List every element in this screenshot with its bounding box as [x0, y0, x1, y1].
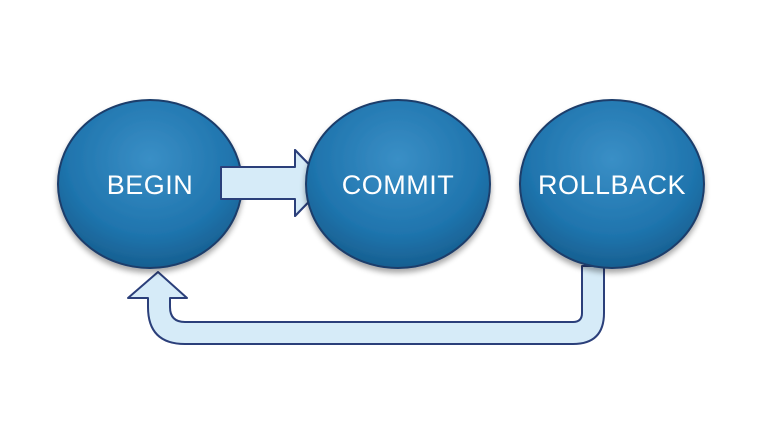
begin-label: BEGIN: [107, 170, 194, 200]
return-arrow-shape: [128, 264, 604, 322]
rollback-node: [519, 99, 705, 269]
commit-label: COMMIT: [342, 170, 454, 200]
rollback-label: ROLLBACK: [538, 170, 686, 200]
commit-node: [305, 99, 491, 269]
rollback-to-begin-arrow: [148, 266, 604, 322]
return-arrow: [127, 265, 605, 345]
